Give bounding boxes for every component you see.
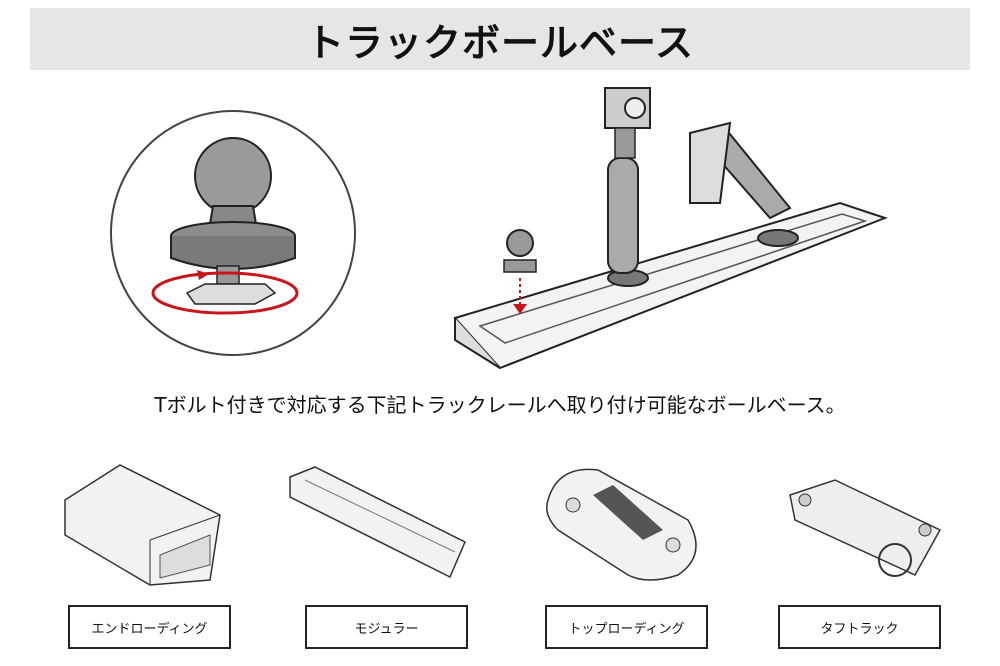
track-rail-illustration: [453, 87, 888, 370]
top-loading-rail-image: [546, 468, 697, 581]
tough-track-rail-image: [789, 479, 942, 577]
product-label: モジュラー: [354, 621, 419, 637]
title-banner: トラックボールベース: [30, 8, 970, 70]
end-loading-rail-image: [64, 464, 221, 586]
product-label: タフトラック: [820, 621, 899, 637]
label-top-loading: トップローディング: [545, 605, 708, 649]
ball-base-detail-illustration: [110, 110, 356, 356]
page-title: トラックボールベース: [305, 20, 695, 65]
label-end-loading: エンドローディング: [68, 605, 231, 649]
product-label: エンドローディング: [91, 621, 208, 637]
label-tough-track: タフトラック: [778, 605, 941, 649]
modular-rail-image: [289, 466, 466, 579]
label-modular: モジュラー: [305, 605, 468, 649]
description-caption: Tボルト付きで対応する下記トラックレールへ取り付け可能なボールベース。: [154, 393, 846, 417]
product-label: トップローディング: [568, 621, 685, 637]
